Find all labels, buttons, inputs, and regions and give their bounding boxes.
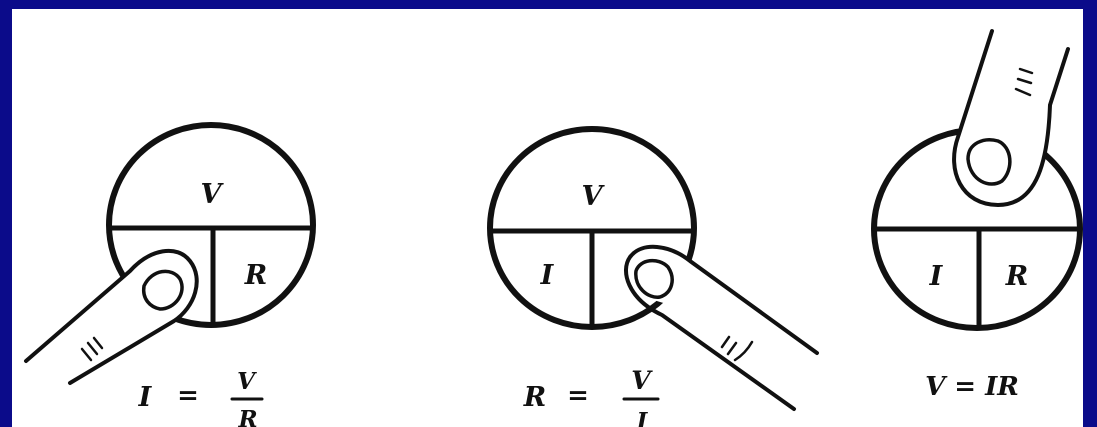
finger-icon (954, 9, 1068, 205)
formula-equals: = (567, 381, 589, 411)
formula-i: I = V R (138, 368, 262, 427)
panel-left: V R I = V R (26, 125, 313, 427)
top-label: V (582, 181, 606, 212)
formula-equals: = (177, 381, 199, 411)
formula-lhs: I (138, 382, 153, 413)
bottom-left-label: I (929, 261, 944, 292)
formula-v: V = IR (925, 372, 1019, 402)
panel-right: I R V = IR (874, 9, 1080, 402)
formula-numerator: V (631, 366, 653, 395)
finger-icon (626, 247, 817, 409)
formula-text: V = IR (925, 372, 1019, 402)
formula-r: R = V I (523, 366, 658, 427)
panel-middle: V I R = V I (490, 129, 817, 427)
formula-lhs: R (523, 382, 546, 413)
ohms-law-diagram: V R I = V R V I (12, 9, 1083, 427)
finger-icon (26, 251, 197, 383)
diagram-canvas: V R I = V R V I (12, 9, 1083, 427)
bottom-right-label: R (1005, 261, 1028, 292)
bottom-left-label: I (540, 260, 555, 291)
formula-numerator: V (237, 368, 257, 395)
bottom-right-label: R (244, 260, 267, 291)
formula-denominator: I (636, 408, 649, 427)
top-label: V (201, 179, 225, 210)
formula-denominator: R (237, 406, 257, 427)
